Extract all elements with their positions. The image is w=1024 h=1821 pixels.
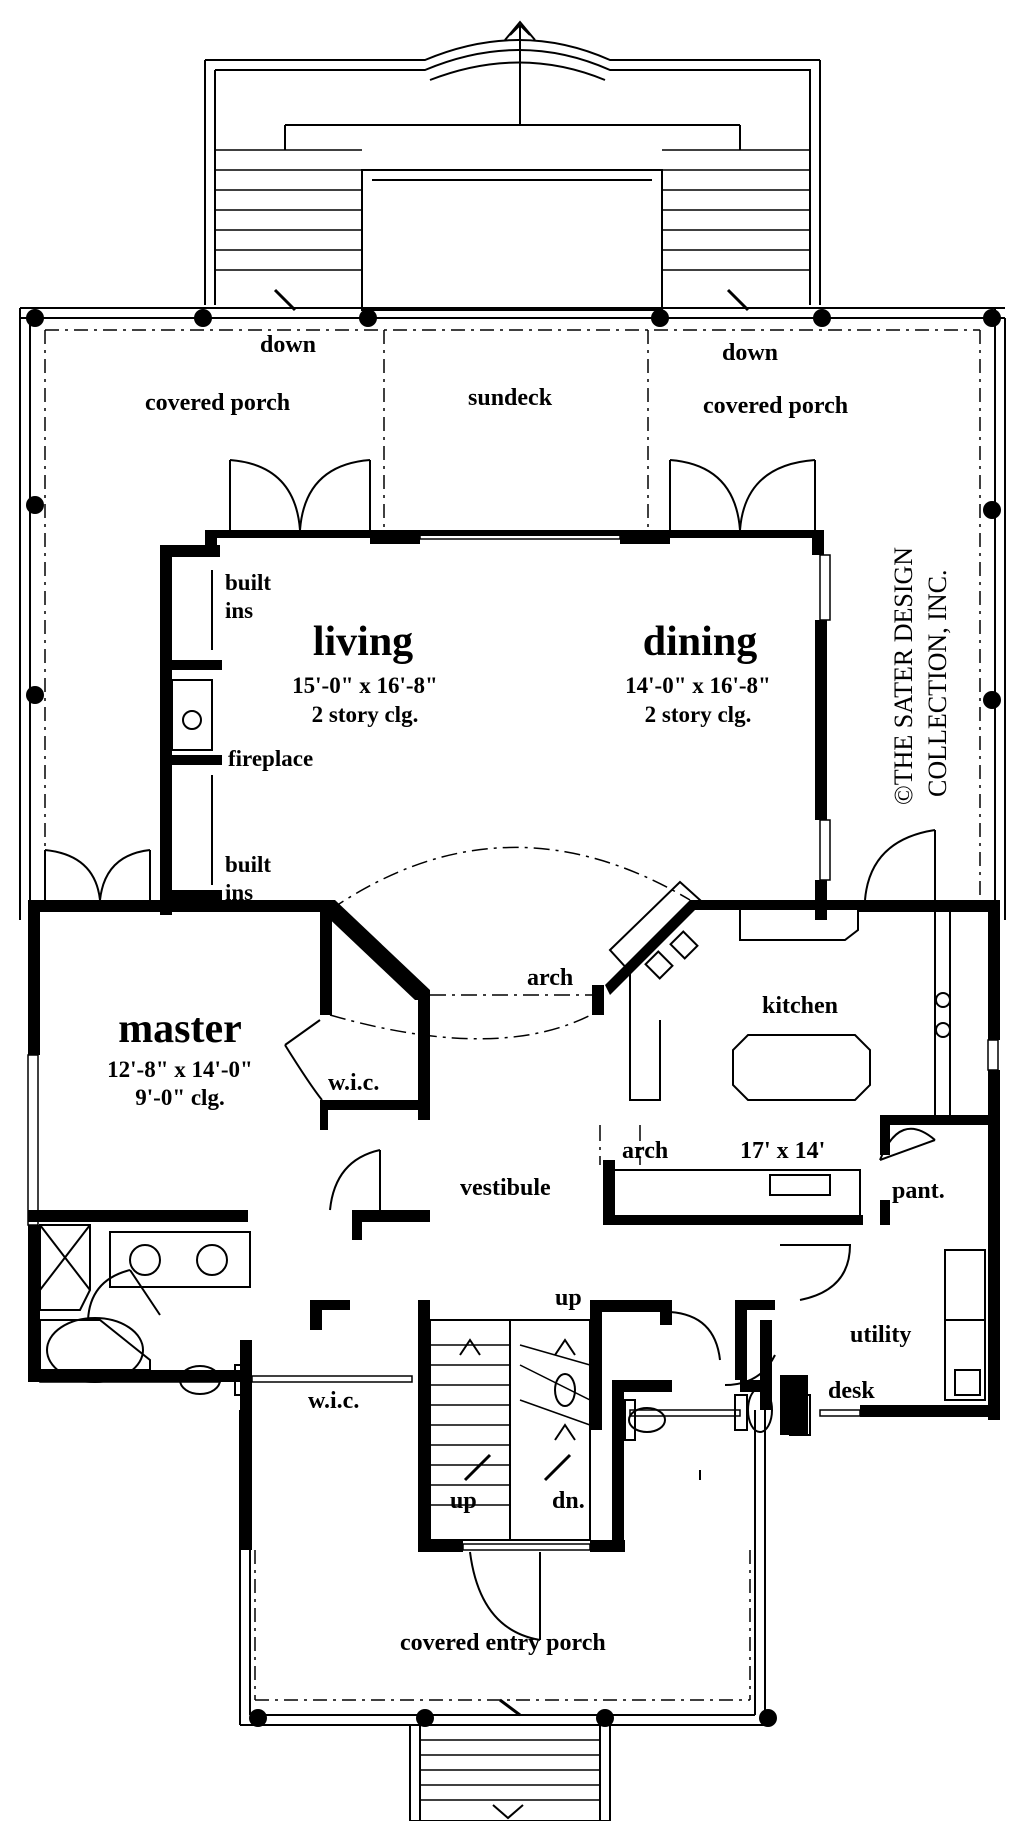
label-wic-lower: w.i.c. (308, 1388, 359, 1414)
porch-posts (26, 309, 1001, 709)
label-living-size: 15'-0" x 16'-8" (292, 673, 438, 698)
powder-fixtures (624, 1387, 773, 1441)
label-desk: desk (828, 1378, 875, 1404)
label-covered-entry-porch: covered entry porch (400, 1630, 606, 1656)
label-pantry: pant. (892, 1178, 945, 1204)
rear-deck-stairs (204, 20, 821, 312)
label-kitchen-size: 17' x 14' (740, 1138, 825, 1164)
label-arch-center: arch (527, 965, 573, 991)
label-covered-porch-left: covered porch (145, 390, 290, 416)
label-dining-size: 14'-0" x 16'-8" (625, 673, 771, 698)
label-down-left: down (260, 332, 316, 358)
arches (329, 846, 691, 1165)
utility-fixtures (699, 1249, 986, 1480)
label-stair-up-top: up (555, 1285, 582, 1311)
central-stair (429, 1319, 591, 1541)
porch-railing (19, 307, 1006, 920)
copyright-line1: ©THE SATER DESIGN (889, 547, 918, 805)
label-built-ins-top-1: built (225, 570, 271, 595)
label-living-ceiling: 2 story clg. (312, 702, 419, 727)
label-stair-down: dn. (552, 1488, 585, 1514)
master-bath-fixtures (39, 1224, 251, 1396)
label-master-ceiling: 9'-0" clg. (135, 1085, 224, 1110)
kitchen-cabinets (608, 880, 951, 1215)
label-wic-upper: w.i.c. (328, 1070, 379, 1096)
copyright: ©THE SATER DESIGN COLLECTION, INC. (889, 547, 952, 805)
label-sundeck: sundeck (468, 385, 553, 411)
label-utility: utility (850, 1322, 911, 1348)
label-master-size: 12'-8" x 14'-0" (107, 1057, 253, 1082)
label-stair-up-bottom: up (450, 1488, 477, 1514)
label-down-right: down (722, 340, 778, 366)
doors (44, 459, 936, 1641)
fireplace-icon (171, 570, 213, 885)
entry-porch (239, 1410, 766, 1821)
label-kitchen: kitchen (762, 993, 838, 1019)
label-covered-porch-right: covered porch (703, 393, 848, 419)
label-fireplace: fireplace (228, 746, 313, 771)
label-built-ins-bottom-2: ins (225, 880, 253, 905)
label-built-ins-bottom-1: built (225, 852, 271, 877)
exterior-walls (28, 530, 1000, 1552)
copyright-line2: COLLECTION, INC. (923, 570, 952, 797)
label-built-ins-top-2: ins (225, 598, 253, 623)
label-dining-ceiling: 2 story clg. (645, 702, 752, 727)
label-arch-kitchen: arch (622, 1138, 668, 1164)
entry-porch-posts (249, 1709, 777, 1727)
label-vestibule: vestibule (460, 1175, 551, 1201)
label-dining: dining (643, 619, 757, 665)
label-living: living (313, 619, 413, 665)
label-master: master (118, 1006, 242, 1052)
